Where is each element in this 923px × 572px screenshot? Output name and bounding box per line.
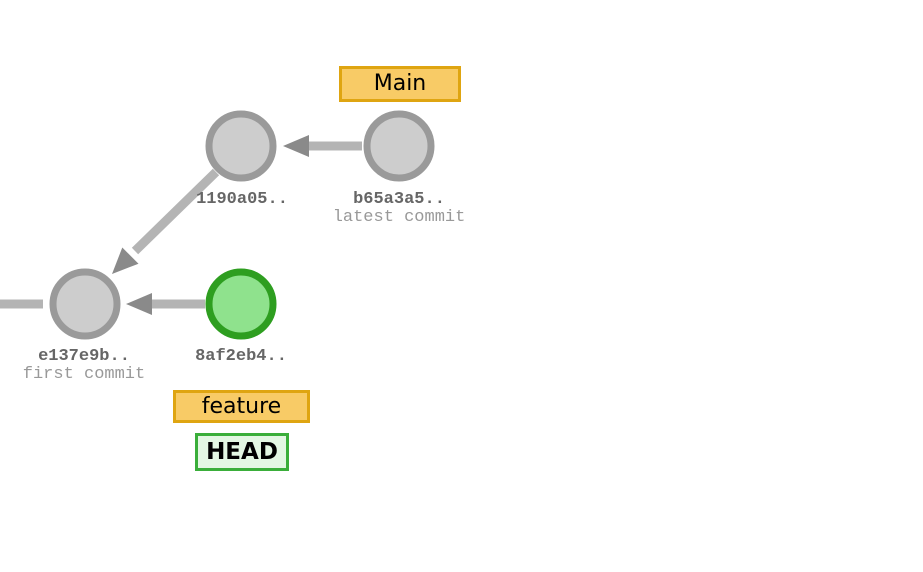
arrowhead-feature-to-first	[126, 293, 152, 315]
commit-node-8af2eb4-head[interactable]	[205, 268, 277, 340]
commit-hash-e137e9b: e137e9b..	[38, 347, 130, 366]
arrowhead-latest-to-second	[283, 135, 309, 157]
arrowhead-second-to-first	[112, 247, 139, 274]
commit-hash-b65a3a5: b65a3a5..	[353, 190, 445, 209]
head-label[interactable]: HEAD	[195, 433, 289, 471]
branch-label-main[interactable]: Main	[339, 66, 461, 102]
commit-message-first: first commit	[22, 365, 146, 384]
branch-label-feature-text: feature	[201, 393, 282, 419]
commit-message-latest: latest commit	[332, 208, 466, 227]
branch-label-feature[interactable]: feature	[173, 390, 310, 423]
commit-hash-1190a05: 1190a05..	[196, 190, 288, 209]
commit-node-e137e9b[interactable]	[49, 268, 121, 340]
commit-node-b65a3a5[interactable]	[363, 110, 435, 182]
branch-label-main-text: Main	[373, 71, 427, 96]
commit-node-1190a05[interactable]	[205, 110, 277, 182]
head-label-text: HEAD	[206, 438, 278, 465]
edge-second-to-first	[131, 168, 220, 255]
commit-hash-8af2eb4: 8af2eb4..	[195, 347, 287, 366]
